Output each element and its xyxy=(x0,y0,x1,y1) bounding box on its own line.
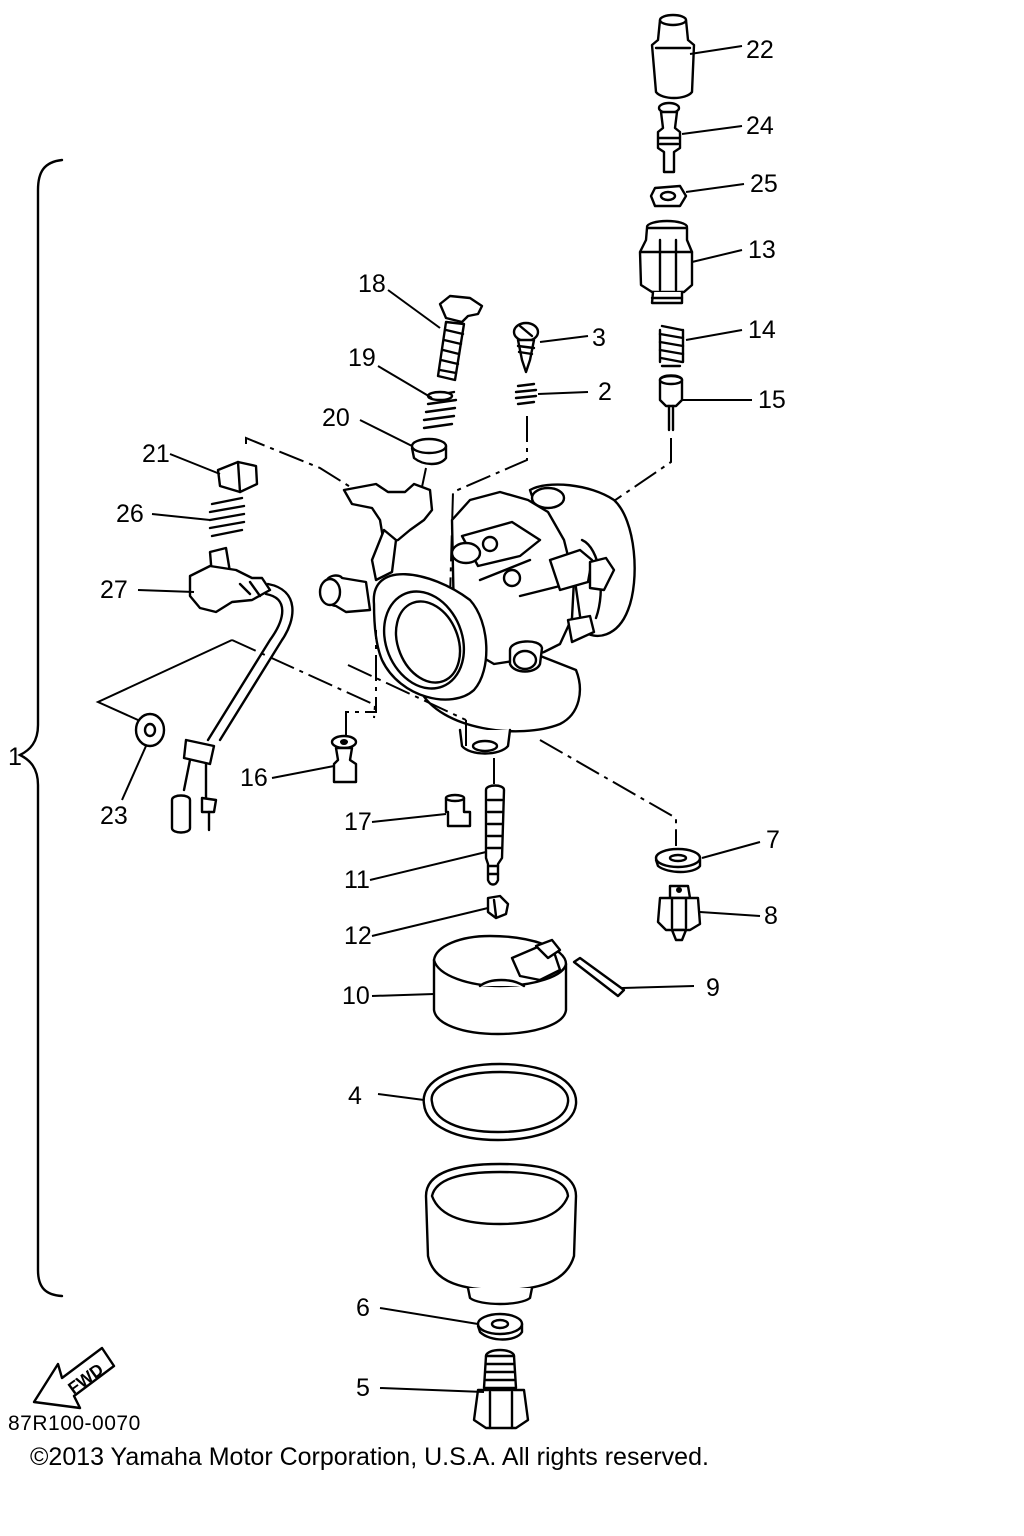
callout-4: 4 xyxy=(348,1082,362,1110)
callout-6: 6 xyxy=(356,1294,370,1322)
callout-15: 15 xyxy=(758,386,786,414)
part-24-needle-valve xyxy=(656,101,682,174)
float-bowl xyxy=(424,1162,578,1306)
part-25-nut xyxy=(649,184,688,208)
callout-17: 17 xyxy=(344,808,372,836)
fwd-arrow-icon: FWD xyxy=(32,1346,116,1410)
callout-5: 5 xyxy=(356,1374,370,1402)
leader-23-bracket xyxy=(95,639,233,721)
part-7-washer xyxy=(654,847,702,874)
part-9-pin xyxy=(572,956,626,998)
part-10-float xyxy=(432,934,568,1036)
carburetor-body xyxy=(318,482,636,755)
callout-18: 18 xyxy=(358,270,386,298)
callout-7: 7 xyxy=(766,826,780,854)
part-4-gasket xyxy=(422,1062,578,1142)
callout-1: 1 xyxy=(8,743,22,771)
callout-16: 16 xyxy=(240,764,268,792)
centerline-17 xyxy=(347,664,467,721)
part-21-nut xyxy=(216,460,259,494)
callout-22: 22 xyxy=(746,36,774,64)
part-18-throttle-stop-screw xyxy=(436,294,484,382)
callout-27: 27 xyxy=(100,576,128,604)
callouts: 22 24 25 13 14 15 18 3 19 2 20 21 26 27 … xyxy=(100,36,786,1402)
assembly-bracket xyxy=(17,158,64,1298)
part-23-washer xyxy=(134,712,166,748)
part-14-spring xyxy=(658,324,685,368)
part-26-spring xyxy=(208,496,246,538)
leader-lines xyxy=(121,45,761,1393)
part-13-mixing-chamber-top xyxy=(638,219,694,305)
callout-12: 12 xyxy=(344,922,372,950)
callout-25: 25 xyxy=(750,170,778,198)
centerline-15 xyxy=(509,438,672,573)
callout-21: 21 xyxy=(142,440,170,468)
callout-24: 24 xyxy=(746,112,774,140)
callout-20: 20 xyxy=(322,404,350,432)
copyright-notice: ©2013 Yamaha Motor Corporation, U.S.A. A… xyxy=(30,1443,709,1471)
part-2-spring xyxy=(514,382,538,406)
part-6-washer xyxy=(476,1312,524,1341)
callout-19: 19 xyxy=(348,344,376,372)
part-19-spring xyxy=(422,390,458,430)
callout-3: 3 xyxy=(592,324,606,352)
centerline-27 xyxy=(231,639,377,719)
part-27-starter-plunger xyxy=(170,546,294,834)
part-11-needle-jet xyxy=(484,784,506,886)
part-8-valve xyxy=(656,884,702,942)
centerline-7 xyxy=(539,739,677,846)
part-22-cap xyxy=(650,13,696,100)
callout-26: 26 xyxy=(116,500,144,528)
part-code: 87R100-0070 xyxy=(8,1412,141,1435)
part-17-screw xyxy=(444,793,472,828)
part-5-drain-plug xyxy=(472,1348,530,1430)
centerline-21 xyxy=(245,436,353,489)
callout-8: 8 xyxy=(764,902,778,930)
part-12-main-jet xyxy=(486,894,510,920)
callout-10: 10 xyxy=(342,982,370,1010)
centerline-16 xyxy=(345,630,377,735)
part-15-throttle-valve xyxy=(658,374,684,432)
callout-11: 11 xyxy=(344,866,370,894)
part-16-screw xyxy=(330,734,358,784)
callout-13: 13 xyxy=(748,236,776,264)
part-3-pilot-screw xyxy=(512,321,540,374)
part-20-washer xyxy=(410,437,448,466)
callout-9: 9 xyxy=(706,974,720,1002)
callout-14: 14 xyxy=(748,316,776,344)
callout-23: 23 xyxy=(100,802,128,830)
callout-2: 2 xyxy=(598,378,612,406)
